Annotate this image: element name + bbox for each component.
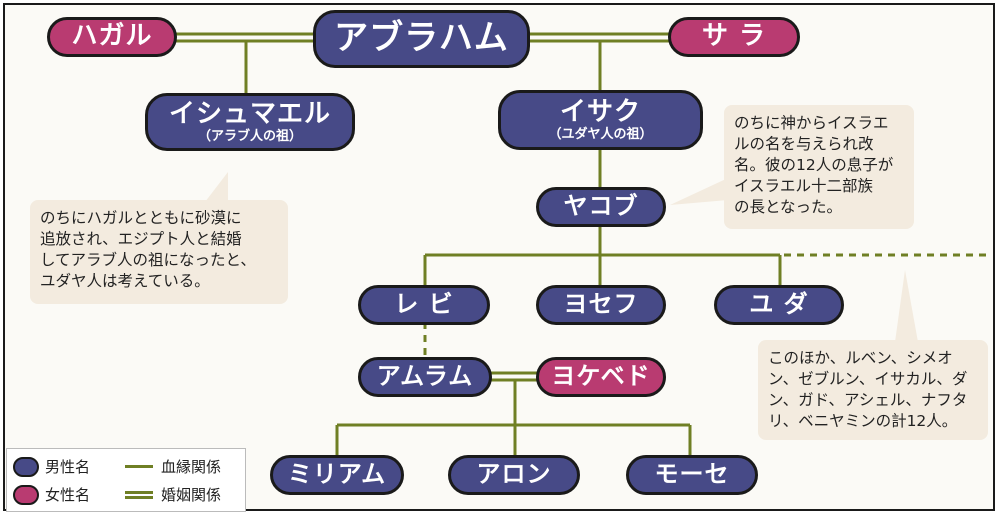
person-name: モーセ — [654, 460, 730, 489]
legend: 男性名 女性名 血縁関係 婚姻関係 — [6, 448, 246, 512]
person-miriam: ミリアム — [270, 455, 404, 495]
note-pointer-others — [895, 270, 918, 342]
person-name: ヨセフ — [563, 290, 639, 319]
person-name: アムラム — [376, 362, 474, 391]
single-line-icon — [125, 465, 153, 468]
note-line: の長となった。 — [734, 198, 843, 216]
note-line: ン、ゼブルン、イサカル、ダ — [768, 370, 968, 388]
person-sarah: サ ラ — [668, 17, 800, 57]
legend-male: 男性名 — [13, 456, 90, 477]
note-ishmael: のちにハガルとともに砂漠に 追放され、エジプト人と結婚 してアラブ人の祖になった… — [30, 200, 288, 304]
person-isaac: イサク （ユダヤ人の祖） — [498, 90, 703, 150]
person-jacob: ヤコブ — [536, 187, 666, 227]
note-line: ユダヤ人は考えている。 — [40, 272, 210, 290]
note-line: 追放され、エジプト人と結婚 — [40, 230, 242, 248]
person-name: ユ ダ — [749, 290, 809, 319]
person-judah: ユ ダ — [714, 285, 844, 325]
note-line: リ、ベニヤミンの計12人。 — [768, 412, 958, 430]
person-name: ミリアム — [287, 460, 387, 489]
legend-label: 男性名 — [45, 458, 91, 476]
note-other-sons: このほか、ルベン、シメオ ン、ゼブルン、イサカル、ダ ン、ガド、アシェル、ナフタ… — [758, 340, 988, 440]
legend-marriage: 婚姻関係 — [125, 484, 221, 505]
person-joseph: ヨセフ — [536, 285, 666, 325]
person-subtitle: （アラブ人の祖） — [197, 128, 302, 144]
person-moses: モーセ — [626, 455, 758, 495]
note-line: してアラブ人の祖になったと、 — [40, 251, 256, 269]
person-name: アブラハム — [334, 18, 509, 59]
note-pointer-jacob — [670, 178, 728, 205]
person-name: ヤコブ — [563, 192, 639, 221]
person-levi: レ ビ — [358, 285, 490, 325]
legend-label: 女性名 — [45, 486, 91, 504]
legend-blood: 血縁関係 — [125, 456, 221, 477]
note-jacob: のちに神からイスラエ ルの名を与えられ改 名。彼の12人の息子が イスラエル十二… — [724, 105, 914, 229]
note-pointer-ishmael — [205, 172, 228, 202]
double-line-icon — [125, 490, 153, 499]
note-line: このほか、ルベン、シメオ — [768, 349, 953, 367]
note-line: イスラエル十二部族 — [734, 177, 874, 195]
person-name: ヨケベド — [551, 362, 651, 391]
note-line: ルの名を与えられ改 — [734, 135, 874, 153]
person-name: イサク — [559, 96, 641, 127]
legend-label: 血縁関係 — [161, 458, 222, 476]
person-aaron: アロン — [448, 455, 580, 495]
person-name: アロン — [476, 460, 552, 489]
person-amram: アムラム — [358, 357, 492, 397]
legend-female: 女性名 — [13, 484, 90, 505]
female-swatch-icon — [13, 484, 39, 505]
note-line: 名。彼の12人の息子が — [734, 156, 894, 174]
person-name: イシュマエル — [168, 98, 331, 129]
person-subtitle: （ユダヤ人の祖） — [548, 126, 653, 142]
male-swatch-icon — [13, 456, 39, 477]
note-line: のちにハガルとともに砂漠に — [40, 209, 242, 227]
person-name: ハガル — [71, 21, 153, 52]
person-hagar: ハガル — [47, 17, 177, 57]
person-name: サ ラ — [701, 21, 767, 52]
person-name: レ ビ — [394, 290, 454, 319]
legend-label: 婚姻関係 — [161, 486, 222, 504]
person-ishmael: イシュマエル （アラブ人の祖） — [145, 93, 355, 151]
person-jochebed: ヨケベド — [536, 357, 666, 397]
note-line: ン、ガド、アシェル、ナフタ — [768, 391, 968, 409]
note-line: のちに神からイスラエ — [734, 114, 889, 132]
person-abraham: アブラハム — [313, 10, 530, 68]
